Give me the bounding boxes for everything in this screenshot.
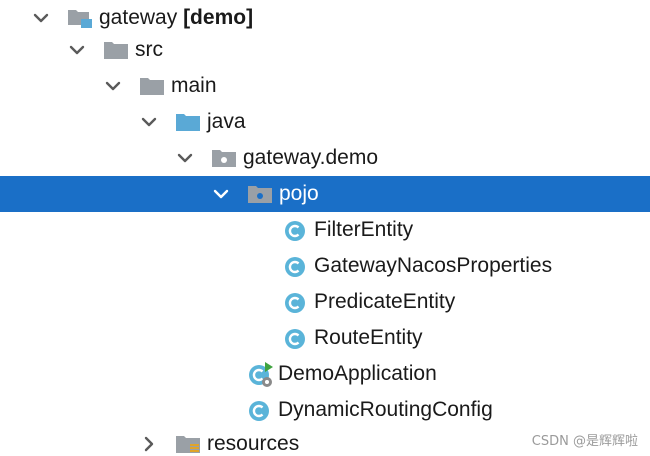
tree-row-package[interactable]: gateway.demo [0, 140, 650, 176]
tree-label-pojo: pojo [279, 182, 319, 205]
class-icon [285, 221, 305, 241]
tree-label-gateway: gateway [demo] [99, 6, 254, 29]
chevron-right-icon[interactable] [140, 435, 158, 453]
tree-row-gateway[interactable]: gateway [demo] [0, 0, 650, 36]
class-icon [249, 401, 269, 421]
module-folder-icon [68, 10, 92, 28]
class-icon [285, 257, 305, 277]
tree-row-java[interactable]: java [0, 104, 650, 140]
tree-row-main[interactable]: main [0, 68, 650, 104]
tree-row-resources[interactable]: resources [0, 426, 650, 456]
tree-label-app-class: DemoApplication [278, 362, 437, 385]
tree-label-config-class: DynamicRoutingConfig [278, 398, 493, 421]
tree-row-src[interactable]: src [0, 32, 650, 68]
tree-row-class[interactable]: RouteEntity [0, 320, 650, 356]
tree-label-class: PredicateEntity [314, 290, 456, 313]
tree-label-java: java [207, 110, 246, 133]
chevron-down-icon[interactable] [68, 41, 86, 59]
tree-row-app-class[interactable]: DemoApplication [0, 356, 650, 392]
tree-label-class: FilterEntity [314, 218, 414, 241]
tree-row-class[interactable]: PredicateEntity [0, 284, 650, 320]
resources-folder-icon [176, 436, 200, 453]
class-icon [285, 329, 305, 349]
package-icon [212, 150, 236, 167]
chevron-down-icon[interactable] [104, 77, 122, 95]
tree-label-resources: resources [207, 432, 300, 455]
chevron-down-icon[interactable] [176, 149, 194, 167]
watermark: CSDN @是辉辉啦 [531, 434, 638, 449]
tree-row-class[interactable]: FilterEntity [0, 212, 650, 248]
tree-label-src: src [135, 38, 163, 61]
chevron-down-icon[interactable] [140, 113, 158, 131]
package-icon [248, 186, 272, 203]
chevron-down-icon[interactable] [32, 9, 50, 27]
tree-row-class[interactable]: GatewayNacosProperties [0, 248, 650, 284]
folder-icon [104, 42, 128, 59]
tree-label-package: gateway.demo [243, 146, 379, 169]
tree-row-config-class[interactable]: DynamicRoutingConfig [0, 392, 650, 428]
class-icon [285, 293, 305, 313]
tree-label-class: RouteEntity [314, 326, 423, 349]
tree-label-main: main [171, 74, 217, 97]
tree-label-class: GatewayNacosProperties [314, 254, 553, 277]
tree-row-pojo[interactable]: pojo [0, 176, 650, 212]
source-folder-icon [176, 114, 200, 131]
spring-boot-app-icon [249, 362, 273, 387]
folder-icon [140, 78, 164, 95]
chevron-down-icon[interactable] [212, 185, 230, 203]
